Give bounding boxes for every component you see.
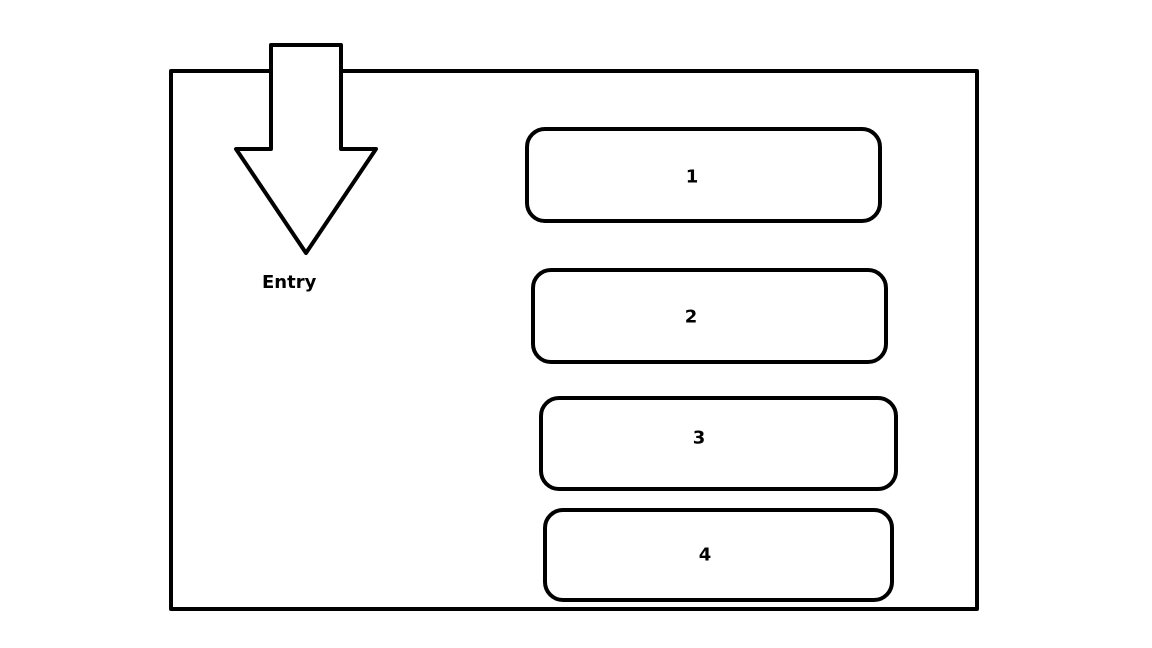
box-4-label: 4 xyxy=(699,545,712,566)
box-2: 2 xyxy=(531,268,888,364)
box-2-label: 2 xyxy=(685,307,698,328)
box-1: 1 xyxy=(525,127,882,223)
entry-label: Entry xyxy=(262,272,317,293)
box-1-frame xyxy=(525,127,882,223)
box-1-label: 1 xyxy=(686,167,699,188)
box-4: 4 xyxy=(543,508,894,602)
entry-arrow-icon xyxy=(234,43,378,255)
box-2-frame xyxy=(531,268,888,364)
box-3-label: 3 xyxy=(693,428,706,449)
box-4-frame xyxy=(543,508,894,602)
box-3: 3 xyxy=(539,396,898,491)
box-3-frame xyxy=(539,396,898,491)
